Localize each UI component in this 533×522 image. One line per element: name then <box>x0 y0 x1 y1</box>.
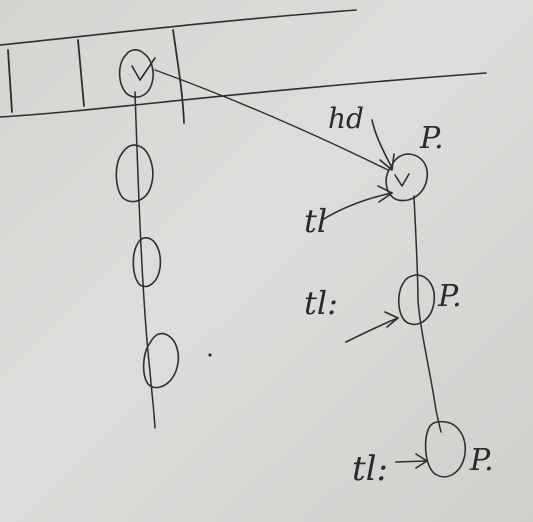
hd-arrow-line <box>371 119 393 169</box>
tl-label: tl: <box>304 284 338 322</box>
table-top-edge <box>0 9 357 46</box>
arrowhead-icon <box>379 153 395 171</box>
right-node-3 <box>424 420 467 478</box>
array-to-head-pointer <box>154 69 389 171</box>
pen-dot <box>208 353 212 357</box>
checkmark-icon <box>394 173 410 187</box>
left-node-4 <box>142 332 180 389</box>
arrowhead-icon <box>377 185 393 203</box>
tl-pointer-3: tl: <box>352 449 428 489</box>
tl-pointer-2: tl: <box>304 284 399 343</box>
tl-label: tl <box>304 202 327 240</box>
tl-label: tl: <box>352 449 388 489</box>
left-node-3 <box>132 236 162 288</box>
right-node-2 <box>398 274 436 325</box>
left-chain-line <box>134 91 156 429</box>
left-node-2 <box>115 144 154 203</box>
table-bottom-edge <box>0 72 487 118</box>
hd-label: hd <box>328 102 364 135</box>
tl-arrow-line <box>345 317 399 343</box>
tl-arrow-line <box>395 460 427 463</box>
arrowhead-icon <box>415 453 428 469</box>
hd-pointer: hd <box>328 102 395 171</box>
table-divider-1 <box>7 49 13 113</box>
arrowhead-icon <box>384 311 399 328</box>
p-label: P. <box>437 279 462 314</box>
p-label: P. <box>469 443 494 478</box>
checkmark-icon <box>131 57 156 81</box>
p-label: P. <box>419 121 444 156</box>
tl-pointer-1: tl <box>304 185 393 240</box>
left-chain <box>115 49 180 429</box>
left-node-1 <box>118 49 154 98</box>
right-chain-line <box>413 195 442 433</box>
table-divider-2 <box>77 39 85 107</box>
tl-arrow-line <box>321 192 393 221</box>
